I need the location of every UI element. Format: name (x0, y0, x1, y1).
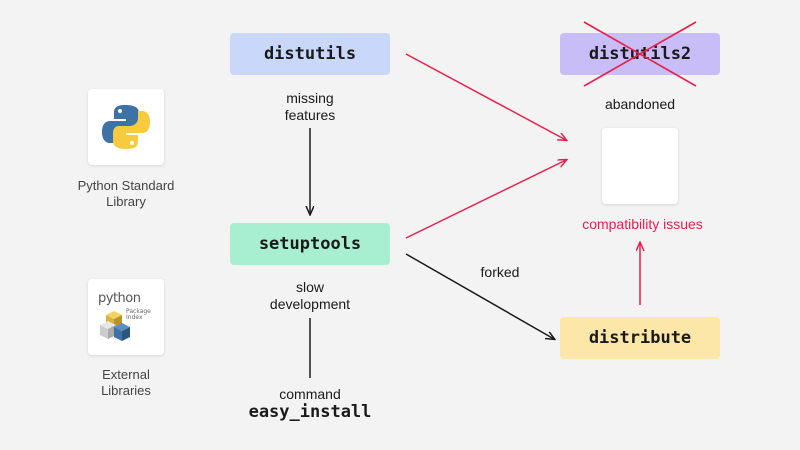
label-python-standard-library: Python Standard Library (56, 178, 196, 210)
label-forked: forked (480, 264, 520, 280)
node-distutils: distutils (230, 33, 390, 75)
label-missing-features: missing features (250, 90, 370, 124)
label-slow-development-line1: slow (295, 279, 324, 295)
node-setuptools-label: setuptools (258, 234, 362, 254)
external-libraries-card: python Package Index (88, 279, 164, 355)
pypi-logo-text: python (98, 291, 141, 306)
pypi-cubes-icon (100, 311, 130, 341)
python-standard-library-card (88, 89, 164, 165)
label-command: command (279, 386, 341, 402)
node-setuptools: setuptools (230, 223, 390, 265)
node-distutils-label: distutils (263, 44, 357, 64)
node-distribute-label: distribute (588, 328, 692, 348)
label-missing-features-line2: features (284, 107, 336, 123)
pypi-logo-small-line2: Index (126, 314, 143, 321)
pypi-logo-small-line1: Package (126, 308, 151, 315)
arrow-distutils-to-compat (405, 53, 566, 140)
label-slow-development: slow development (240, 279, 380, 313)
pypi-logo-icon: python Package Index (88, 279, 164, 355)
label-external-libraries-line2: Libraries (101, 383, 151, 398)
compatibility-placeholder-card (602, 128, 678, 204)
label-missing-features-line1: missing (286, 90, 334, 106)
label-abandoned: abandoned (604, 96, 676, 112)
label-easy-install: easy_install (248, 402, 372, 422)
python-logo-icon (102, 105, 150, 149)
arrow-setuptools-to-compat (405, 160, 566, 239)
label-python-standard-library-line1: Python Standard (77, 178, 175, 193)
label-slow-development-line2: development (269, 296, 351, 312)
label-external-libraries: External Libraries (76, 367, 176, 399)
label-compatibility-issues: compatibility issues (582, 216, 703, 232)
cross-out-icon (583, 21, 697, 87)
label-python-standard-library-line2: Library (106, 194, 146, 209)
arrow-setuptools-to-distribute (405, 253, 554, 339)
node-distribute: distribute (560, 317, 720, 359)
pypi-logo-small: Package Index (126, 309, 151, 321)
label-external-libraries-line1: External (102, 367, 150, 382)
